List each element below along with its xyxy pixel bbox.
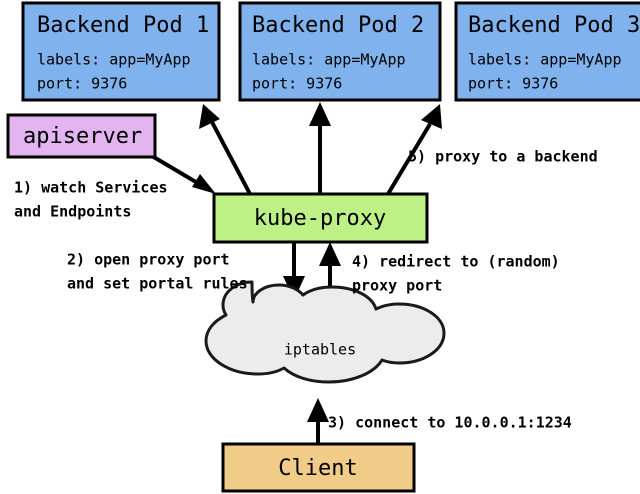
backend-pod-2-labels: labels: app=MyApp: [252, 51, 406, 69]
backend-pod-1-labels: labels: app=MyApp: [37, 51, 191, 69]
edge-label-step-1: 1) watch Services and Endpoints: [14, 179, 168, 221]
backend-pod-2-box[interactable]: [238, 1, 442, 102]
node-client[interactable]: Client: [221, 442, 416, 493]
edge-client-to-iptables: [307, 398, 329, 443]
arrow-head-to-pod3: [421, 104, 442, 129]
client-box[interactable]: [221, 442, 416, 493]
arrow-head-step3: [307, 398, 329, 422]
step-5-line-1: 5) proxy to a backend: [408, 148, 598, 166]
node-backend-pod-3[interactable]: Backend Pod 3 labels: app=MyApp port: 93…: [454, 1, 640, 102]
node-iptables-cloud[interactable]: iptables: [204, 280, 446, 384]
backend-pod-1-port: port: 9376: [37, 75, 127, 93]
backend-pod-2-title: Backend Pod 2: [252, 13, 424, 38]
step-2-line-1: 2) open proxy port: [67, 251, 230, 269]
iptables-cloud-shape[interactable]: [204, 280, 446, 384]
node-kube-proxy[interactable]: kube-proxy: [212, 192, 429, 244]
arrow-head-to-pod1: [199, 104, 220, 129]
edge-line-to-pod3: [386, 122, 432, 196]
step-4-line-1: 4) redirect to (random): [352, 253, 560, 271]
kube-proxy-title: kube-proxy: [254, 206, 386, 231]
arrow-head-step1: [192, 174, 216, 194]
step-1-line-2: and Endpoints: [14, 203, 131, 221]
step-1-line-1: 1) watch Services: [14, 179, 168, 197]
node-backend-pod-1[interactable]: Backend Pod 1 labels: app=MyApp port: 93…: [21, 1, 221, 102]
node-apiserver[interactable]: apiserver: [6, 113, 157, 159]
edge-label-step-2: 2) open proxy port and set portal rules: [67, 251, 248, 293]
edge-apiserver-to-kube-proxy: [150, 154, 216, 194]
backend-pod-1-box[interactable]: [21, 1, 221, 102]
edge-kube-proxy-to-pod2: [309, 102, 331, 194]
kube-proxy-box[interactable]: [212, 192, 429, 244]
step-2-line-2: and set portal rules: [67, 275, 248, 293]
apiserver-box[interactable]: [6, 113, 157, 159]
edge-label-step-5: 5) proxy to a backend: [408, 148, 598, 166]
edge-label-step-4: 4) redirect to (random) proxy port: [352, 253, 560, 295]
edge-line-step1: [150, 154, 203, 187]
edge-kube-proxy-to-pod1: [199, 104, 252, 195]
arrow-head-to-pod2: [309, 102, 331, 126]
step-3-line-1: 3) connect to 10.0.0.1:1234: [328, 414, 572, 432]
arrow-head-step4: [319, 242, 341, 266]
edge-kube-proxy-to-pod3: [386, 104, 442, 196]
step-4-line-2: proxy port: [352, 277, 442, 295]
backend-pod-1-title: Backend Pod 1: [37, 13, 209, 38]
iptables-label: iptables: [284, 341, 356, 359]
apiserver-title: apiserver: [23, 124, 142, 149]
backend-pod-3-box[interactable]: [454, 1, 640, 102]
backend-pod-2-port: port: 9376: [252, 75, 342, 93]
backend-pod-3-labels: labels: app=MyApp: [468, 51, 622, 69]
edge-label-step-3: 3) connect to 10.0.0.1:1234: [328, 414, 572, 432]
backend-pod-3-title: Backend Pod 3: [468, 13, 640, 38]
node-backend-pod-2[interactable]: Backend Pod 2 labels: app=MyApp port: 93…: [238, 1, 442, 102]
client-title: Client: [278, 456, 357, 481]
edge-line-to-pod1: [210, 121, 252, 195]
backend-pod-3-port: port: 9376: [468, 75, 558, 93]
